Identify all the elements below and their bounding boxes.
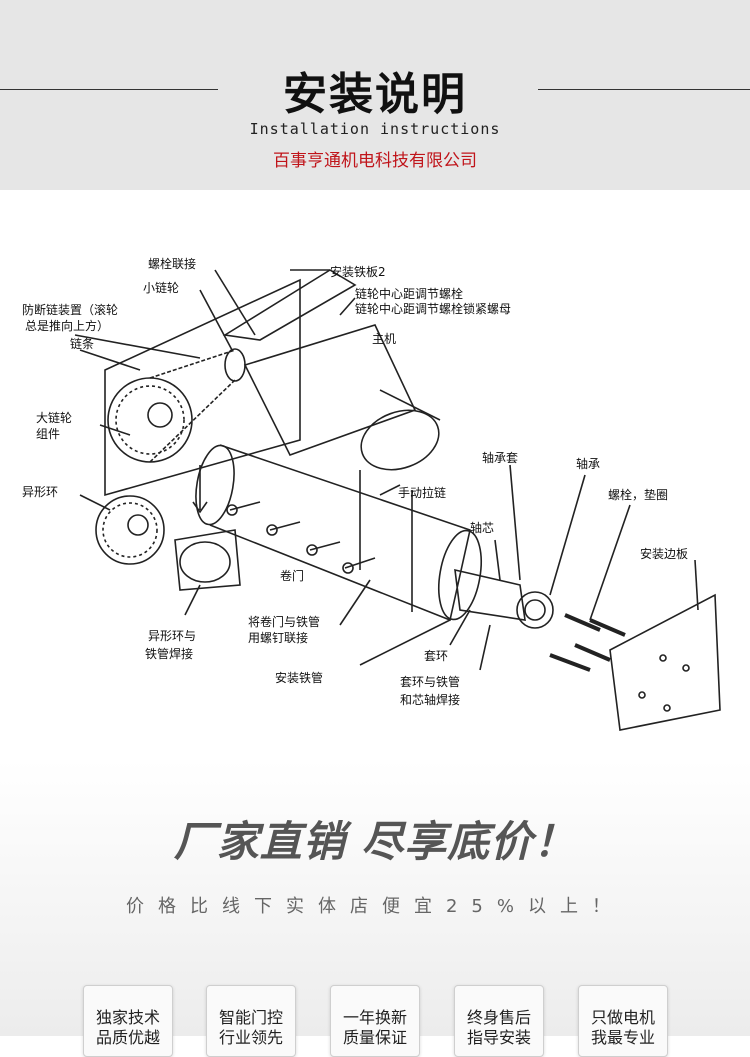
label-bolt-washer: 螺栓，垫圈: [608, 487, 668, 502]
feature-badges: 独家技术 品质优越 智能门控 行业领先 一年换新 质量保证 终身售后 指导安装 …: [83, 985, 703, 1057]
label-center-adjust-bolt: 链轮中心距调节螺栓: [355, 286, 463, 301]
price-note: 价格比线下实体店便宜25%以上！: [125, 896, 624, 917]
label-center-adjust-nut: 链轮中心距调节螺栓锁紧螺母: [355, 301, 511, 316]
promo-slogan: 厂家直销 尽享底价！: [173, 817, 577, 866]
installation-diagram: 螺栓联接 安装铁板2 小链轮 链轮中心距调节螺栓 链轮中心距调节螺栓锁紧螺母 防…: [22, 256, 721, 731]
label-ring-weld-2: 铁管焊接: [145, 646, 193, 661]
label-sleeve-ring: 套环: [424, 649, 448, 663]
big-sprocket: [107, 377, 193, 463]
side-plate: [609, 593, 721, 731]
label-big-sprocket-2: 组件: [36, 427, 60, 441]
label-shaft-core: 轴芯: [470, 520, 494, 535]
page-title: 安装说明: [283, 69, 467, 120]
label-big-sprocket-1: 大链轮: [36, 410, 72, 425]
mount-plate-2: [222, 269, 357, 341]
chain-lines: [149, 349, 236, 463]
mount-plate: [104, 278, 301, 497]
label-door-tube-2: 用螺钉联接: [248, 630, 308, 645]
label-ring-weld-1: 异形环与: [148, 629, 196, 643]
badge-after-sales: 终身售后 指导安装: [454, 985, 544, 1057]
label-bearing: 轴承: [576, 456, 600, 471]
label-anti-break-2: 总是推向上方）: [25, 318, 109, 333]
label-sleeve-weld-2: 和芯轴焊接: [400, 692, 460, 707]
label-bolt-link: 螺栓联接: [148, 256, 196, 271]
main-tube: [209, 444, 471, 622]
label-small-sprocket: 小链轮: [143, 280, 179, 295]
label-main-motor: 主机: [372, 332, 396, 346]
label-manual-chain: 手动拉链: [398, 485, 446, 500]
title-rule-left: [0, 89, 218, 90]
label-door-tube-1: 将卷门与铁管: [248, 614, 320, 629]
label-mount-tube: 安装铁管: [275, 670, 323, 685]
label-bearing-sleeve: 轴承套: [482, 450, 518, 465]
label-special-ring: 异形环: [22, 485, 58, 499]
lower-sprocket: [95, 495, 165, 565]
company-name: 百事亨通机电科技有限公司: [273, 151, 477, 171]
badge-specialist: 只做电机 我最专业: [578, 985, 668, 1057]
title-rule-right: [538, 89, 750, 90]
badge-replacement: 一年换新 质量保证: [330, 985, 420, 1057]
label-mount-plate-2: 安装铁板2: [330, 264, 386, 279]
motor-end: [360, 409, 440, 471]
label-chain: 链条: [70, 336, 94, 351]
badge-smart-control: 智能门控 行业领先: [206, 985, 296, 1057]
label-rolling-door: 卷门: [280, 568, 304, 583]
bearing-shape: [516, 591, 554, 629]
label-mount-side-plate: 安装边板: [640, 546, 688, 561]
shaft-core: [454, 568, 526, 621]
page-subtitle: Installation instructions: [249, 120, 501, 138]
label-sleeve-weld-1: 套环与铁管: [400, 674, 460, 689]
special-ring-shape: [174, 529, 241, 591]
header-banner: 安装说明 Installation instructions 百事亨通机电科技有…: [0, 0, 750, 190]
label-anti-break-1: 防断链装置（滚轮: [22, 302, 118, 317]
badge-exclusive-tech: 独家技术 品质优越: [83, 985, 173, 1057]
